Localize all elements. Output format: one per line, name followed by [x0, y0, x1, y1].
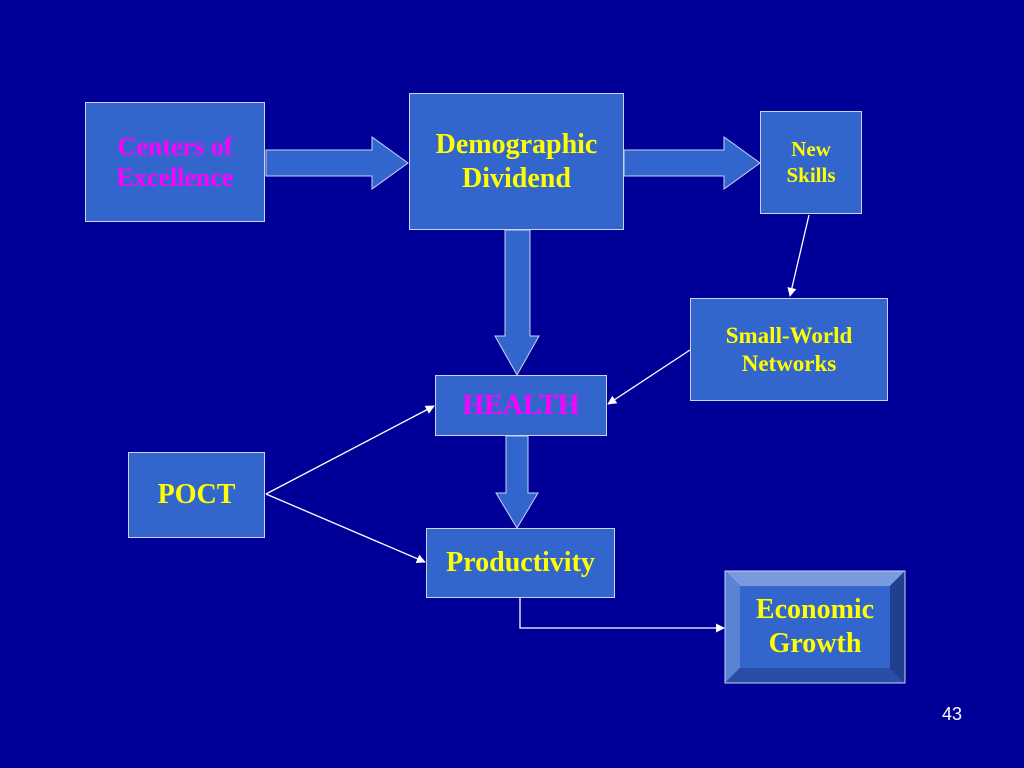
block-arrow-health-to-productivity: [495, 435, 539, 529]
arrow-skills-to-networks: [787, 214, 810, 297]
arrow-networks-to-health: [607, 349, 691, 405]
block-arrow-centers-to-dividend: [265, 136, 409, 190]
arrow-poct-to-health: [265, 405, 435, 495]
small-world-networks-line2: Networks: [741, 350, 837, 376]
node-health: HEALTH: [435, 375, 607, 436]
economic-growth-line2: Growth: [768, 628, 862, 659]
centers-of-excellence-line1: Centers of: [117, 131, 233, 161]
demographic-dividend-line1: Demographic: [435, 128, 598, 160]
new-skills-line2: Skills: [786, 162, 836, 187]
poct-label: POCT: [157, 479, 236, 511]
arrow-poct-to-productivity: [265, 493, 426, 563]
centers-of-excellence-line2: Excellence: [116, 163, 234, 192]
page-number: 43: [941, 704, 963, 724]
node-small-world-networks: Small-World Networks: [690, 298, 888, 401]
node-poct: POCT: [128, 452, 265, 538]
node-new-skills: New Skills: [760, 111, 862, 214]
block-arrow-dividend-to-health: [494, 229, 540, 377]
small-world-networks-line1: Small-World: [725, 322, 853, 348]
node-demographic-dividend: Demographic Dividend: [409, 93, 624, 230]
node-productivity: Productivity: [426, 528, 615, 598]
new-skills-line1: New: [791, 137, 831, 162]
health-label: HEALTH: [462, 389, 580, 421]
arrow-productivity-to-growth: [519, 598, 725, 633]
demographic-dividend-line2: Dividend: [462, 162, 571, 194]
node-centers-of-excellence: Centers of Excellence: [85, 102, 265, 222]
node-economic-growth: Economic Growth: [740, 586, 890, 668]
economic-growth-bevel: [724, 570, 906, 684]
economic-growth-line1: Economic: [755, 594, 875, 626]
block-arrow-dividend-to-skills: [623, 136, 761, 190]
productivity-label: Productivity: [446, 547, 595, 579]
